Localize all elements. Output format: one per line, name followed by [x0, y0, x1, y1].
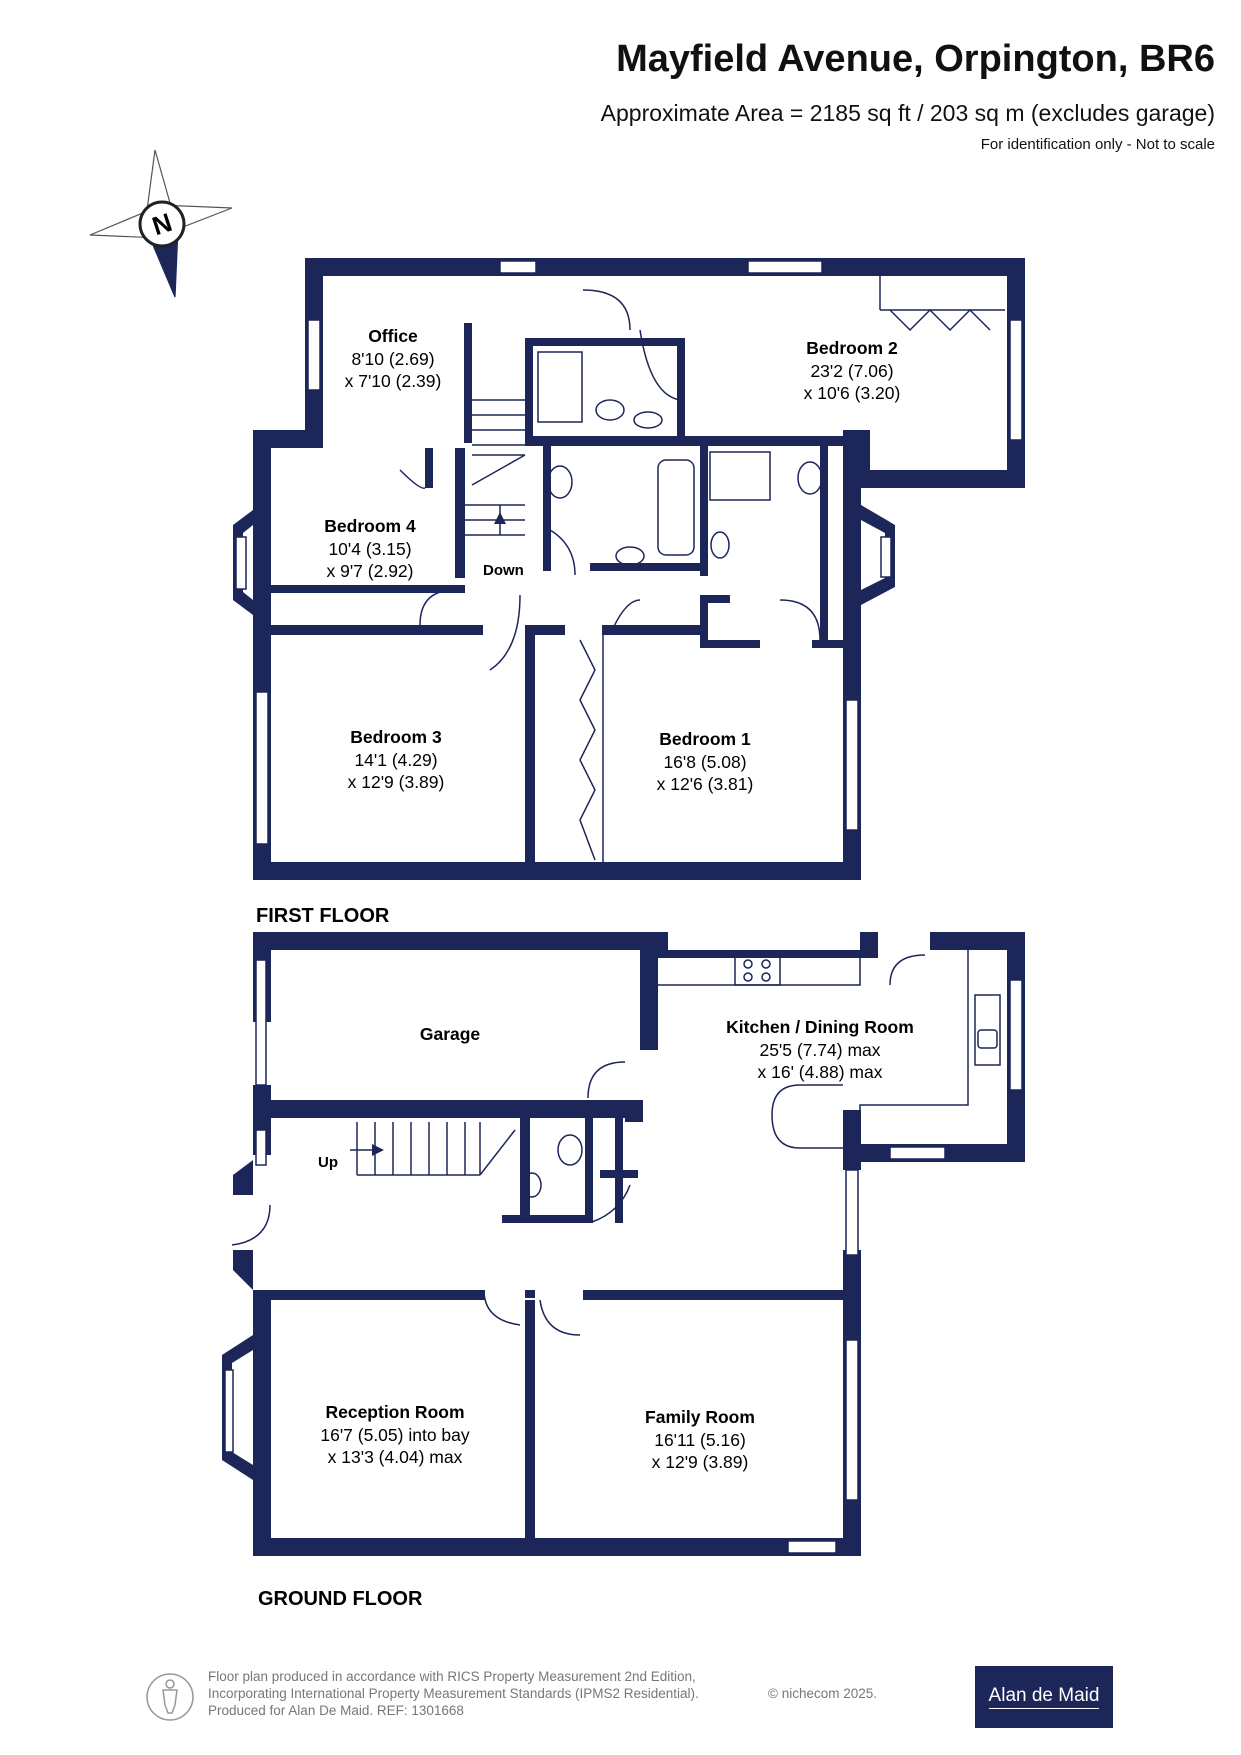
- first-floor-windows: [235, 260, 1023, 845]
- room-name-office: Office: [368, 326, 418, 346]
- footer-notice: Floor plan produced in accordance with R…: [208, 1668, 699, 1719]
- room-dim-reception-1: 16'7 (5.05) into bay: [320, 1425, 470, 1445]
- room-dim-bedroom-4-2: x 9'7 (2.92): [327, 561, 414, 581]
- room-dim-bedroom-1-2: x 12'6 (3.81): [657, 774, 754, 794]
- room-name-bedroom-2: Bedroom 2: [806, 338, 898, 358]
- room-dim-bedroom-3-1: 14'1 (4.29): [354, 750, 437, 770]
- room-name-kitchen-dining: Kitchen / Dining Room: [726, 1017, 914, 1037]
- stairs-down-label: Down: [483, 562, 524, 579]
- room-dim-reception-2: x 13'3 (4.04) max: [328, 1447, 463, 1467]
- page-title: Mayfield Avenue, Orpington, BR6: [616, 38, 1215, 80]
- room-dim-bedroom-2-1: 23'2 (7.06): [810, 361, 893, 381]
- approximate-area: Approximate Area = 2185 sq ft / 203 sq m…: [600, 100, 1215, 126]
- room-name-bedroom-1: Bedroom 1: [659, 729, 751, 749]
- room-dim-bedroom-3-2: x 12'9 (3.89): [348, 772, 445, 792]
- room-dim-kitchen-2: x 16' (4.88) max: [758, 1062, 883, 1082]
- room-name-reception: Reception Room: [325, 1402, 464, 1422]
- first-floor-label: FIRST FLOOR: [256, 905, 390, 927]
- ground-floor-fixtures: [231, 950, 1001, 1336]
- room-dim-kitchen-1: 25'5 (7.74) max: [759, 1040, 880, 1060]
- first-floor-labels: Office 8'10 (2.69) x 7'10 (2.39) Bedroom…: [256, 326, 900, 927]
- agent-logo: Alan de Maid: [975, 1666, 1113, 1728]
- room-dim-office-2: x 7'10 (2.39): [345, 371, 442, 391]
- footer-line-1: Floor plan produced in accordance with R…: [208, 1669, 696, 1684]
- room-name-garage: Garage: [420, 1024, 481, 1044]
- agent-logo-text: Alan de Maid: [988, 1685, 1100, 1709]
- ground-floor-windows: [224, 959, 1023, 1554]
- footer-line-2: Incorporating International Property Mea…: [208, 1686, 699, 1701]
- footer-line-3: Produced for Alan De Maid. REF: 1301668: [208, 1703, 464, 1718]
- staircase-first: [465, 399, 526, 536]
- ground-floor-labels: Garage Kitchen / Dining Room 25'5 (7.74)…: [258, 1017, 914, 1610]
- room-name-bedroom-4: Bedroom 4: [324, 516, 416, 536]
- room-dim-bedroom-1-1: 16'8 (5.08): [663, 752, 746, 772]
- compass-icon: N: [89, 149, 233, 298]
- first-floor-fixtures: [399, 276, 1005, 862]
- room-dim-bedroom-2-2: x 10'6 (3.20): [804, 383, 901, 403]
- room-dim-office-1: 8'10 (2.69): [351, 349, 434, 369]
- room-dim-family-2: x 12'9 (3.89): [652, 1452, 749, 1472]
- ground-floor-label: GROUND FLOOR: [258, 1588, 423, 1610]
- footer-copyright: © nichecom 2025.: [768, 1686, 878, 1701]
- disclaimer-note: For identification only - Not to scale: [980, 136, 1215, 153]
- room-dim-bedroom-4-1: 10'4 (3.15): [328, 539, 411, 559]
- staircase-ground: [350, 1122, 516, 1176]
- room-name-family: Family Room: [645, 1407, 755, 1427]
- room-dim-family-1: 16'11 (5.16): [654, 1430, 746, 1450]
- stairs-up-label: Up: [318, 1154, 338, 1171]
- room-name-bedroom-3: Bedroom 3: [350, 727, 442, 747]
- person-icon: [146, 1673, 194, 1721]
